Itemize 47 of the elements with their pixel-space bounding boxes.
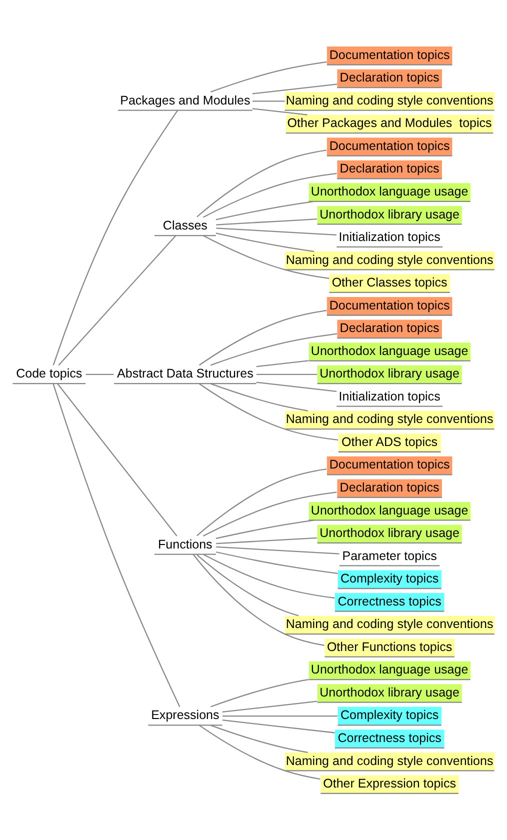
connector [198, 310, 327, 366]
connector [58, 235, 176, 366]
connector [86, 374, 114, 376]
connector [216, 232, 314, 252]
node-text: Packages and Modules [120, 93, 250, 108]
connector [216, 551, 338, 574]
connector [196, 150, 327, 218]
connector [52, 383, 180, 708]
connector [216, 546, 340, 554]
connector [216, 537, 317, 544]
connector [52, 110, 178, 366]
connector [222, 720, 335, 734]
connector [256, 360, 308, 368]
connector [198, 724, 320, 780]
connector [192, 554, 324, 646]
connector [256, 374, 318, 376]
connector [202, 492, 337, 537]
connector [202, 172, 337, 218]
connector [216, 520, 314, 540]
connector [202, 554, 335, 599]
node-text: Abstract Data Structures [117, 366, 254, 381]
node-text: Expressions [151, 708, 220, 722]
node-text: Functions [158, 537, 212, 552]
connector [196, 554, 299, 616]
connector [216, 218, 317, 226]
connector [210, 333, 338, 366]
connector [210, 383, 308, 412]
node-text: Classes [162, 218, 208, 233]
connector [222, 700, 318, 713]
connector [57, 383, 178, 536]
node-text: Initialization topics [338, 230, 440, 244]
node-text: Code topics [16, 366, 82, 381]
node-text: Initialization topics [338, 389, 440, 404]
connector [252, 84, 338, 94]
connector [196, 468, 327, 536]
connector [256, 382, 337, 392]
connector [210, 678, 308, 708]
connector [216, 228, 337, 236]
node-text: Parameter topics [342, 548, 437, 563]
connector [210, 61, 327, 92]
connector [202, 235, 330, 280]
connector [252, 100, 285, 102]
connector [222, 715, 338, 717]
connector [252, 108, 308, 116]
connector [210, 724, 308, 753]
connector [198, 383, 338, 441]
connector [216, 200, 314, 220]
